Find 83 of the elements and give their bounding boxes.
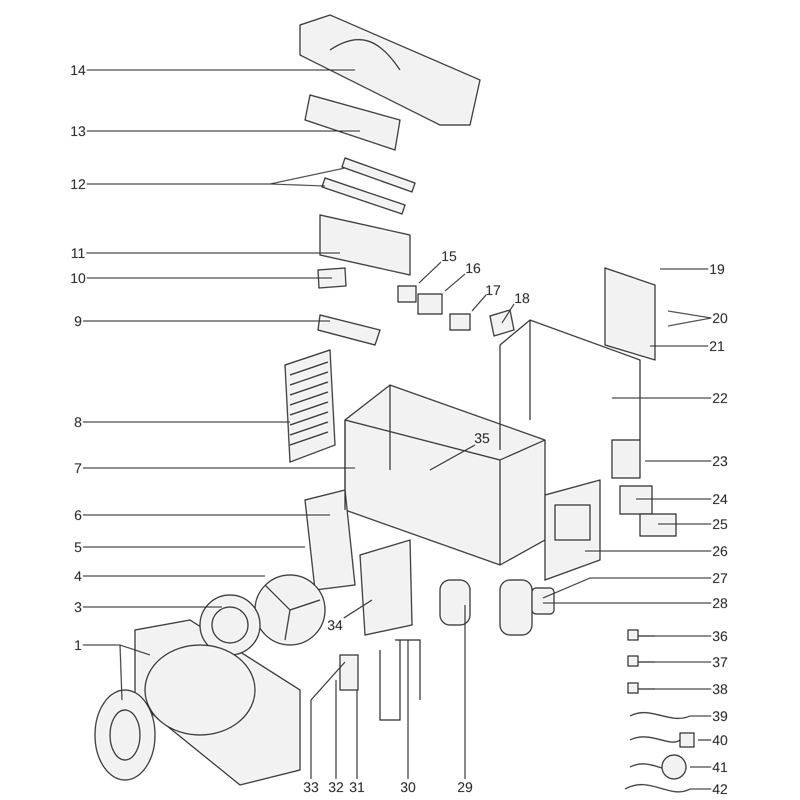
callout-number: 15	[441, 249, 457, 263]
leader-line	[660, 268, 708, 270]
leader-line	[82, 467, 355, 469]
leader-line	[645, 460, 712, 462]
leader-line	[82, 514, 330, 516]
callout-number: 23	[712, 454, 728, 468]
leader-line	[690, 788, 712, 790]
callout-number: 34	[327, 618, 343, 632]
leader-line	[444, 274, 466, 292]
leader-line	[612, 397, 712, 399]
leader-line	[542, 577, 712, 598]
leader-line	[502, 304, 514, 324]
callout-number: 29	[457, 780, 473, 794]
callout-number: 21	[709, 339, 725, 353]
callout-number: 13	[70, 124, 86, 138]
callout-number: 17	[485, 283, 501, 297]
callout-number: 11	[70, 246, 86, 260]
callout-number: 26	[712, 544, 728, 558]
callout-number: 4	[74, 569, 82, 583]
callout-number: 7	[74, 461, 82, 475]
callout-number: 38	[712, 682, 728, 696]
leader-line	[658, 523, 712, 525]
callout-number: 36	[712, 629, 728, 643]
leader-line	[356, 690, 358, 779]
leader-line	[82, 575, 265, 577]
callout-number: 14	[70, 63, 86, 77]
callout-number: 5	[74, 540, 82, 554]
leader-line	[86, 69, 355, 71]
callout-number: 40	[712, 733, 728, 747]
callout-number: 27	[712, 571, 728, 585]
leader-line	[344, 600, 372, 618]
callout-number: 24	[712, 492, 728, 506]
callout-number: 8	[74, 415, 82, 429]
leader-line	[636, 498, 712, 500]
callout-number: 33	[303, 780, 319, 794]
callout-number: 10	[70, 271, 86, 285]
callout-number: 41	[712, 760, 728, 774]
leader-line	[82, 606, 222, 608]
leader-line	[472, 294, 486, 312]
leader-line	[655, 688, 712, 690]
leader-line	[82, 320, 330, 322]
leader-line	[82, 421, 290, 423]
leader-line	[698, 739, 712, 741]
callout-number: 1	[74, 638, 82, 652]
callout-number: 3	[74, 600, 82, 614]
callout-number: 9	[74, 314, 82, 328]
leader-line	[543, 602, 712, 604]
callout-number: 30	[400, 780, 416, 794]
leader-line	[86, 277, 332, 279]
callout-number: 20	[712, 311, 728, 325]
leader-line	[655, 635, 712, 637]
callout-number: 35	[474, 431, 490, 445]
leader-line	[335, 680, 337, 779]
leader-line	[690, 715, 712, 717]
callout-number: 32	[328, 780, 344, 794]
leader-line	[310, 662, 346, 779]
leader-line	[430, 444, 476, 470]
callout-number: 18	[514, 291, 530, 305]
callout-number: 37	[712, 655, 728, 669]
callout-number: 6	[74, 508, 82, 522]
callout-number: 19	[709, 262, 725, 276]
leader-line	[86, 130, 360, 132]
leader-line	[82, 644, 123, 700]
leader-line	[86, 252, 340, 254]
leader-line	[418, 262, 442, 284]
callout-number: 25	[712, 517, 728, 531]
leader-line	[668, 317, 712, 327]
leader-line	[407, 640, 409, 779]
callout-number: 16	[465, 261, 481, 275]
leader-line	[464, 605, 466, 779]
leader-line	[690, 766, 712, 768]
leader-line	[650, 345, 708, 347]
callout-number: 12	[70, 177, 86, 191]
callout-number: 39	[712, 709, 728, 723]
leader-line	[585, 550, 712, 552]
leader-line	[668, 310, 712, 319]
callout-number: 42	[712, 782, 728, 796]
callout-number: 28	[712, 596, 728, 610]
leader-line	[655, 661, 712, 663]
leader-line	[86, 183, 326, 187]
leader-line	[82, 546, 305, 548]
callout-number: 31	[349, 780, 365, 794]
callout-number: 22	[712, 391, 728, 405]
